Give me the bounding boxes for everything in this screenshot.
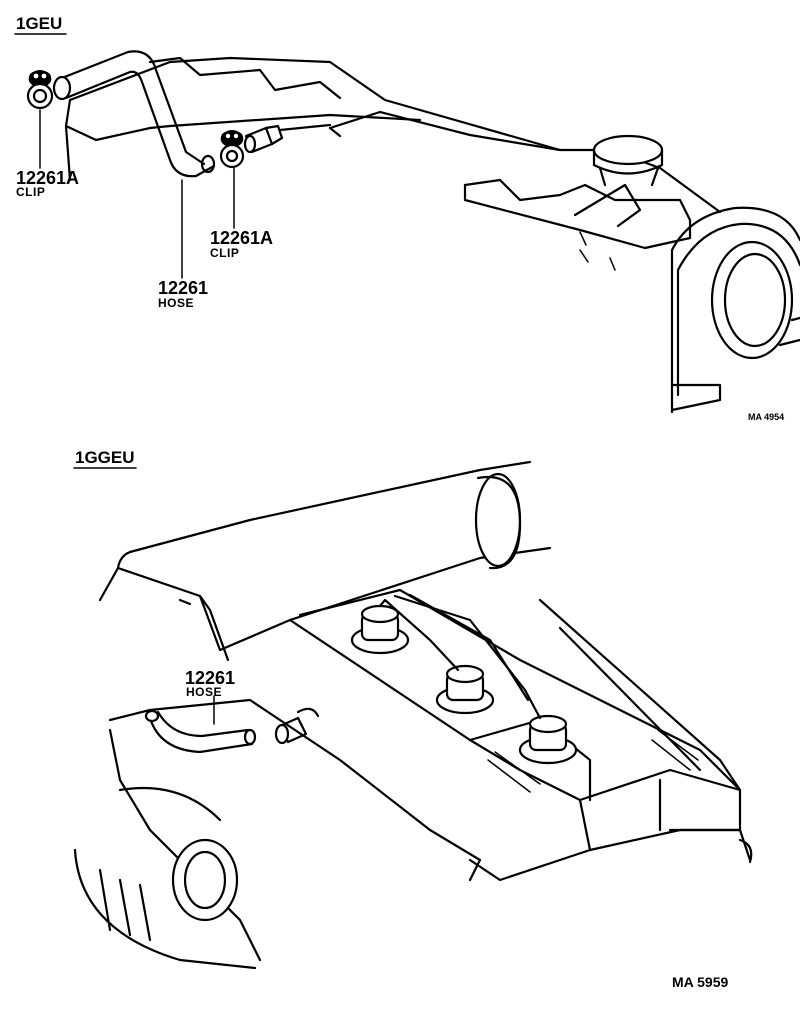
- pipe-fitting-icon: [274, 707, 320, 745]
- part-name: HOSE: [186, 685, 222, 699]
- callout-clip-1: 12261A CLIP: [16, 168, 79, 199]
- part-number: 12261: [158, 278, 208, 298]
- clip-2-icon: [219, 130, 245, 169]
- engine-head-illustration: [73, 460, 753, 970]
- pipe-fitting-icon: [243, 124, 284, 154]
- part-number: 12261A: [210, 228, 273, 248]
- part-name: CLIP: [16, 185, 45, 199]
- part-name: HOSE: [158, 296, 194, 310]
- callout-hose-1ggeu: 12261 HOSE: [185, 668, 235, 699]
- hose-1geu: [52, 50, 216, 178]
- figure-reference-1geu: MA 4954: [748, 412, 784, 422]
- section-1ggeu: 1GGEU: [73, 448, 753, 990]
- section-label-1geu: 1GEU: [16, 14, 62, 33]
- engine-head-illustration: [64, 56, 800, 414]
- clip-1-icon: [26, 70, 54, 110]
- callout-clip-2: 12261A CLIP: [210, 228, 273, 260]
- section-1geu: 1GEU: [14, 14, 800, 422]
- section-label-1ggeu: 1GGEU: [75, 448, 135, 467]
- part-number: 12261: [185, 668, 235, 688]
- figure-reference-1ggeu: MA 5959: [672, 974, 729, 990]
- part-number: 12261A: [16, 168, 79, 188]
- hose-1ggeu: [144, 709, 257, 754]
- callout-hose-1geu: 12261 HOSE: [158, 278, 208, 310]
- part-name: CLIP: [210, 246, 239, 260]
